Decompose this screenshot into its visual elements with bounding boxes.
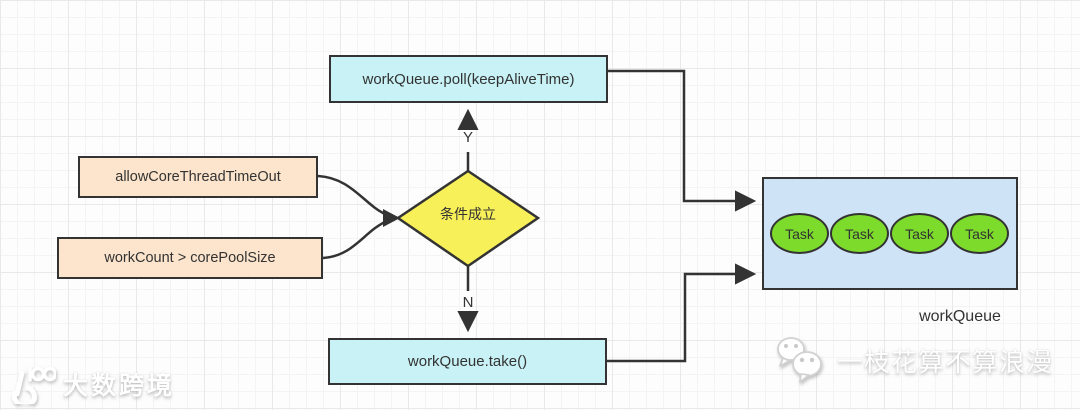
edge-poll-to-queue [608, 69, 757, 212]
condition-diamond-shape [395, 169, 541, 268]
workqueue-container: Task Task Task Task [762, 177, 1018, 290]
poll-keepalive-node: workQueue.poll(keepAliveTime) [329, 55, 608, 103]
watermark-left-text: 大数跨境 [63, 372, 176, 400]
task-ellipse: Task [830, 213, 889, 254]
workcount-condition-label: workCount > corePoolSize [104, 250, 276, 266]
take-label: workQueue.take() [407, 353, 528, 370]
workcount-condition-node: workCount > corePoolSize [57, 237, 323, 279]
converge-arrowhead [383, 209, 400, 227]
task-ellipse: Task [950, 213, 1009, 254]
watermark-right-text: 一枝花算不算浪漫 [837, 346, 1054, 377]
watermark-right: 一枝花算不算浪漫 [774, 334, 1053, 386]
allow-core-timeout-label: allowCoreThreadTimeOut [115, 169, 281, 185]
task-ellipse: Task [770, 213, 829, 254]
100ec-logo-icon [11, 366, 56, 404]
workqueue-caption: workQueue [919, 308, 1001, 325]
task-ellipse: Task [890, 213, 949, 254]
task-label: Task [905, 225, 934, 242]
task-label: Task [965, 225, 994, 242]
allow-core-timeout-node: allowCoreThreadTimeOut [78, 156, 318, 198]
edge-take-to-queue [607, 263, 757, 363]
watermark-left: 大数跨境 [8, 364, 175, 404]
branch-yes-label: Y [462, 129, 473, 146]
task-label: Task [785, 225, 814, 242]
take-node: workQueue.take() [328, 338, 607, 385]
edge-allow-to-diamond [317, 174, 388, 217]
task-label: Task [845, 225, 874, 242]
wechat-logo-icon [777, 337, 822, 383]
condition-diamond-label: 条件成立 [440, 206, 496, 222]
poll-keepalive-label: workQueue.poll(keepAliveTime) [362, 70, 575, 88]
edge-workcount-to-diamond [322, 219, 388, 260]
branch-no-label: N [462, 294, 474, 311]
